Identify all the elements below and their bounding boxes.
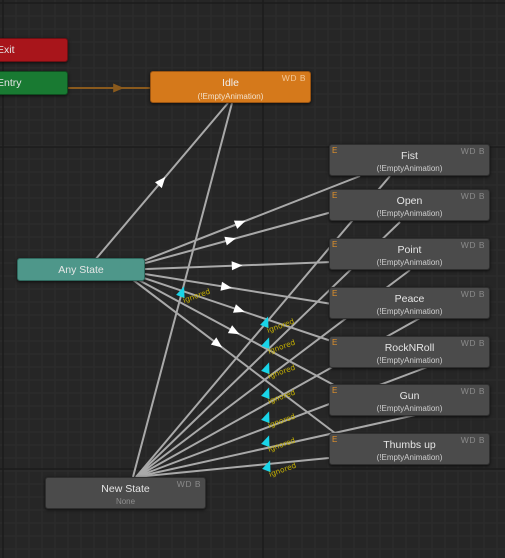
state-label: Peace xyxy=(394,293,425,305)
ignored-arrow-icon xyxy=(261,435,270,448)
state-node-fist[interactable]: E WD B Fist (!EmptyAnimation) xyxy=(329,144,490,176)
state-label: RockNRoll xyxy=(384,342,435,354)
idle-state-node[interactable]: WD B Idle (!EmptyAnimation) xyxy=(150,71,311,103)
state-corner-mark: E xyxy=(332,191,338,200)
ignored-arrow-icon xyxy=(262,460,271,473)
state-corner-mark: E xyxy=(332,289,338,298)
transition-arrow-icon xyxy=(220,281,232,291)
ignored-arrow-icon xyxy=(260,316,269,329)
state-label: Point xyxy=(397,244,422,256)
idle-motion: (!EmptyAnimation) xyxy=(197,92,264,101)
new-state-node[interactable]: WD B New State None xyxy=(45,477,206,509)
state-wd-badge: WD B xyxy=(460,338,485,348)
state-wd-badge: WD B xyxy=(460,386,485,396)
new-state-motion: None xyxy=(115,497,136,506)
state-motion: (!EmptyAnimation) xyxy=(376,209,443,218)
new-state-wd-badge: WD B xyxy=(176,479,201,489)
new-to-state-link xyxy=(135,413,421,478)
ignored-arrow-icon xyxy=(261,362,270,375)
transition-arrow-icon xyxy=(233,220,246,229)
new-state-label: New State xyxy=(101,483,150,495)
ignored-arrow-icon xyxy=(261,387,270,400)
entry-label: Entry xyxy=(0,77,22,89)
state-wd-badge: WD B xyxy=(460,146,485,156)
state-wd-badge: WD B xyxy=(460,289,485,299)
exit-label: Exit xyxy=(0,44,15,56)
any-state-label: Any State xyxy=(58,264,104,276)
exit-node[interactable]: Exit xyxy=(0,38,68,62)
any-state-node[interactable]: Any State xyxy=(17,258,145,281)
state-motion: (!EmptyAnimation) xyxy=(376,164,443,173)
state-motion: (!EmptyAnimation) xyxy=(376,356,443,365)
state-motion: (!EmptyAnimation) xyxy=(376,453,443,462)
ignored-label: ignored xyxy=(267,363,297,381)
transition-arrow-icon xyxy=(227,325,240,335)
state-node-gun[interactable]: E WD B Gun (!EmptyAnimation) xyxy=(329,384,490,416)
transition-arrow-icon xyxy=(233,304,245,313)
state-node-thumbs-up[interactable]: E WD B Thumbs up (!EmptyAnimation) xyxy=(329,433,490,465)
state-wd-badge: WD B xyxy=(460,435,485,445)
ignored-label: ignored xyxy=(267,388,297,406)
state-label: Thumbs up xyxy=(383,439,436,451)
ignored-label: ignored xyxy=(267,436,297,454)
idle-wd-badge: WD B xyxy=(281,73,306,83)
transition-arrow-icon xyxy=(155,176,166,189)
entry-node[interactable]: Entry xyxy=(0,71,68,95)
state-corner-mark: E xyxy=(332,146,338,155)
ignored-arrow-icon xyxy=(261,337,270,350)
transition-arrow-icon xyxy=(210,337,223,348)
new-to-state-link xyxy=(135,457,330,478)
transition-arrows xyxy=(113,83,246,348)
transition-links xyxy=(68,87,431,478)
any-to-state-link xyxy=(119,261,333,271)
state-node-rocknroll[interactable]: E WD B RockNRoll (!EmptyAnimation) xyxy=(329,336,490,368)
state-corner-mark: E xyxy=(332,435,338,444)
state-label: Fist xyxy=(401,150,418,162)
state-corner-mark: E xyxy=(332,386,338,395)
new-to-state-link xyxy=(135,175,391,478)
state-label: Open xyxy=(396,195,423,207)
state-wd-badge: WD B xyxy=(460,240,485,250)
state-corner-mark: E xyxy=(332,240,338,249)
state-corner-mark: E xyxy=(332,338,338,347)
state-node-point[interactable]: E WD B Point (!EmptyAnimation) xyxy=(329,238,490,270)
transition-arrow-icon xyxy=(224,236,236,246)
state-motion: (!EmptyAnimation) xyxy=(376,404,443,413)
idle-label: Idle xyxy=(222,77,239,89)
state-node-open[interactable]: E WD B Open (!EmptyAnimation) xyxy=(329,189,490,221)
transition-arrow-icon xyxy=(231,261,243,271)
state-motion: (!EmptyAnimation) xyxy=(376,258,443,267)
state-node-peace[interactable]: E WD B Peace (!EmptyAnimation) xyxy=(329,287,490,319)
ignored-label: ignored xyxy=(267,412,297,430)
ignored-arrow-icon xyxy=(176,286,185,299)
ignored-label: ignored xyxy=(267,338,297,356)
state-wd-badge: WD B xyxy=(460,191,485,201)
state-motion: (!EmptyAnimation) xyxy=(376,307,443,316)
entry-arrow-icon xyxy=(113,83,124,93)
ignored-arrow-icon xyxy=(261,411,270,424)
state-label: Gun xyxy=(399,390,420,402)
